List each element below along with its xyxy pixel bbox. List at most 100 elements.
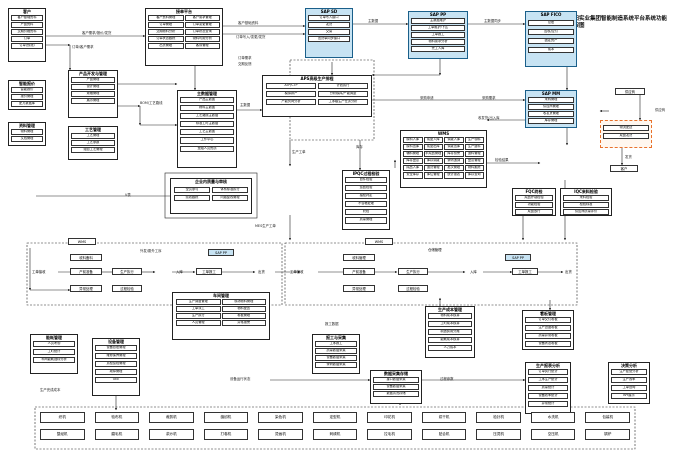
device-cell: 水洗机: [530, 412, 576, 423]
order-platform-item: 交期物料分析: [148, 29, 184, 36]
equipment-items: 设备台账管理 维修保养管理 点检巡检管理 故障管理 OEE: [93, 345, 139, 384]
wms-item: 调拨出库: [444, 144, 464, 151]
customer-item: 订单: [11, 36, 43, 43]
product-dev-items: 产品管理 设计管理 规格管理 展示管理: [69, 77, 117, 105]
wms-item: 退货管理: [423, 165, 443, 172]
master-data-items: 产品主数据 物料主数据 工艺路线主数据 标准工时主数据 工艺主数据 工作中心 班…: [178, 97, 236, 153]
product-dev-item: 设计管理: [71, 84, 115, 91]
dispatch-title: 报工与采集: [326, 335, 346, 340]
dispatch-item: 条码数据采集: [315, 362, 357, 369]
fqc-module: FQC终检 成品外观检验 功能检验 成品放行: [512, 188, 556, 216]
product-dev-item: 规格管理: [71, 91, 115, 98]
flow-step: 产前准备: [343, 268, 375, 275]
master-data-item: 标准工时主数据: [180, 121, 234, 128]
ipqc-item: 抽检判定: [345, 193, 387, 200]
edge-label: 供应商: [655, 108, 666, 112]
customer-title: 客户: [23, 9, 31, 14]
flow-step: 入库: [470, 270, 477, 274]
order-platform-item: 客户需求管理: [184, 15, 220, 22]
order-platform-item: 出货管理: [148, 43, 184, 50]
wms-item: 成品出库: [423, 144, 443, 151]
equipment-item: OEE: [95, 377, 137, 384]
wms-item: 生产领料: [464, 137, 484, 144]
edge-label: 检验结果: [495, 158, 509, 162]
flow-step: 收料管理: [343, 254, 375, 261]
flow-step: 产前准备: [70, 268, 102, 275]
cost-items: 物料成本核算 工时成本核算 制造费用分摊 能耗成本核算 人力成本: [426, 313, 474, 352]
device-grid: 织机 验布机 裁剪机 缝纫机 染色机 定型机 印花机 烘干机 检针机 水洗机 包…: [40, 412, 630, 440]
device-cell: 打卷机: [203, 429, 249, 440]
wms-item: 统计报表: [444, 172, 464, 179]
edge-label: 客户基础资料: [238, 21, 259, 25]
aps-item: 模拟排产: [266, 91, 316, 98]
device-cell: 刺绣机: [312, 429, 358, 440]
energy-module: 能耗管理 人员考勤 工时统计 车间能耗指标分析: [30, 334, 78, 374]
quality-title: 企业内质量与审核: [195, 179, 227, 184]
data-collect-item: 接口数据采集: [373, 377, 419, 384]
device-cell: 包装机: [585, 412, 630, 423]
dashboard-item: 质量异常看板: [525, 333, 571, 340]
dashboard-item: 生产进度看板: [525, 325, 571, 332]
material-item: 文档管理: [11, 136, 43, 143]
quality-item: 绩效跟踪: [174, 195, 210, 202]
device-cell: 染色机: [258, 412, 303, 423]
decision-item: 生产经营分析: [611, 369, 647, 376]
quality-module: 企业内质量与审核 全员参与 体系标准执行 绩效跟踪 问题整改管理: [170, 178, 252, 214]
workshop-item: 工单派工: [176, 306, 221, 313]
decision-item: 生产效率: [611, 377, 647, 384]
iqc-items: 来料检验 检验标准 供应商质量评价: [561, 195, 611, 216]
device-cell: 裁剪机: [149, 412, 194, 423]
dispatch-module: 报工与采集 工序报工 质量数据采集 设备数据采集 条码数据采集: [312, 334, 360, 374]
ipqc-items: 首件检验 巡回检验 抽检判定 不合格处理 终检 质量管理: [343, 177, 389, 225]
energy-item: 人员考勤: [33, 341, 75, 348]
report-item: 订单执行统计: [528, 369, 568, 376]
edge-label: 收发货/出入库: [478, 116, 500, 120]
wms-title: WMS: [437, 131, 450, 136]
device-cell: 烫画机: [258, 429, 303, 440]
dashboard-items: 订单交付看板 生产进度看板 质量异常看板 设备状态看板: [523, 317, 573, 348]
cost-item: 制造费用分摊: [428, 329, 472, 336]
ipqc-item: 质量管理: [345, 217, 387, 224]
energy-items: 人员考勤 工时统计 车间能耗指标分析: [31, 341, 77, 364]
sap-mm-items: 采购管理 供应商管理 收发货管理 库存管理: [526, 97, 576, 125]
workshop-grid: 生产调度管理 现场物料管理 工单派工 物料配送 生产执行 看板管理 人员管理 异…: [173, 299, 269, 327]
fqc-item: 成品放行: [515, 209, 553, 216]
workshop-item: 人员管理: [176, 320, 221, 327]
aps-title: APS高级生产排程: [300, 76, 334, 81]
energy-title: 能耗管理: [46, 335, 62, 340]
ipqc-title: IPQC过程检验: [352, 171, 380, 176]
wms-grid: 原料入库 成品入库 调拨入库 生产领料 原料出库 成品出库 调拨出库 生产退料 …: [401, 137, 486, 179]
ipqc-module: IPQC过程检验 首件检验 巡回检验 抽检判定 不合格处理 终检 质量管理: [342, 170, 390, 230]
decision-module: 决策分析 生产经营分析 生产效率 工单查询 KPI展示: [608, 362, 650, 404]
product-dev-module: 产品开发与管理 产品管理 设计管理 规格管理 展示管理: [68, 70, 118, 118]
energy-item: 车间能耗指标分析: [33, 357, 75, 364]
edge-label: 生产完成成本: [40, 388, 61, 392]
sap-pp-item: 完工入库: [411, 46, 465, 53]
order-platform-module: 接单平台 客户资料管理 客户需求管理 订单管理 订单变更管理 交期物料分析 订单…: [145, 8, 223, 66]
smart-quote-item: 智能报价: [11, 87, 43, 94]
warehouse-small-label: 仓储管理: [428, 248, 442, 252]
material-title: 资料管理: [19, 123, 35, 128]
decision-title: 决策分析: [621, 363, 637, 368]
master-data-module: 主数据管理 产品主数据 物料主数据 工艺路线主数据 标准工时主数据 工艺主数据 …: [177, 90, 237, 168]
order-platform-item: 物料可用分析: [184, 36, 220, 43]
sap-pp-item: 工单维护/下达: [411, 25, 465, 32]
supplier-box: 供应商: [615, 88, 645, 95]
dispatch-item: 工序报工: [315, 341, 357, 348]
aps-item: 工序级生产任务分析: [318, 99, 368, 106]
flow-step: 生产执行: [112, 268, 142, 275]
cost-item: 物料成本核算: [428, 313, 472, 320]
report-item: 设备效率统计: [528, 393, 568, 400]
logistics-item: 成品发货: [603, 133, 649, 140]
wms-item: 物料跟踪: [464, 165, 484, 172]
wms-module: WMS 原料入库 成品入库 调拨入库 生产领料 原料出库 成品出库 调拨出库 生…: [400, 130, 487, 188]
cost-title: 生产成本管理: [438, 307, 462, 312]
sap-mm-item: 采购管理: [528, 97, 574, 104]
quality-item: 全员参与: [174, 187, 210, 194]
cost-item: 工时成本核算: [428, 321, 472, 328]
iqc-item: 供应商质量评价: [563, 209, 609, 216]
edge-label: 设备运行状态: [230, 377, 251, 381]
logistics-items: 物流配送 成品发货: [601, 121, 651, 140]
workshop-item: 物料配送: [221, 306, 266, 313]
